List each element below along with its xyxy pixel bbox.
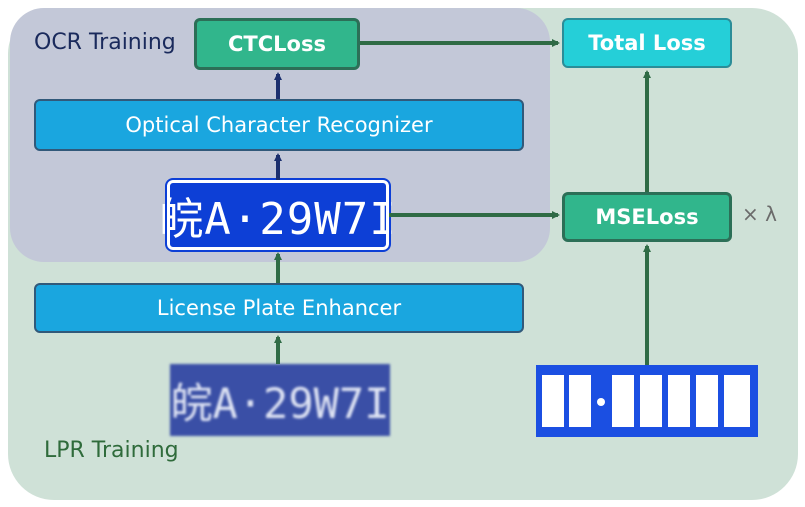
input-plate-image: 皖A·29W7I [170, 364, 390, 436]
mse-weight-label: × λ [742, 202, 777, 226]
grid-cell [724, 375, 750, 427]
grid-cell [569, 375, 591, 427]
optical-character-recognizer-node: Optical Character Recognizer [34, 99, 524, 151]
ocr-training-label: OCR Training [34, 30, 176, 55]
grid-cell [542, 375, 564, 427]
mse-loss-node: MSELoss [562, 192, 732, 242]
grid-separator-dot [597, 398, 605, 406]
total-loss-node: Total Loss [562, 18, 732, 68]
grid-cell [696, 375, 718, 427]
grid-cell [612, 375, 634, 427]
grid-cell [668, 375, 690, 427]
license-plate-enhancer-node: License Plate Enhancer [34, 283, 524, 333]
char-layout-grid-icon [536, 365, 758, 437]
enhanced-plate-image: 皖A·29W7I [159, 178, 396, 252]
grid-cell [640, 375, 662, 427]
lpr-training-label: LPR Training [44, 438, 179, 463]
ctc-loss-node: CTCLoss [194, 18, 360, 70]
